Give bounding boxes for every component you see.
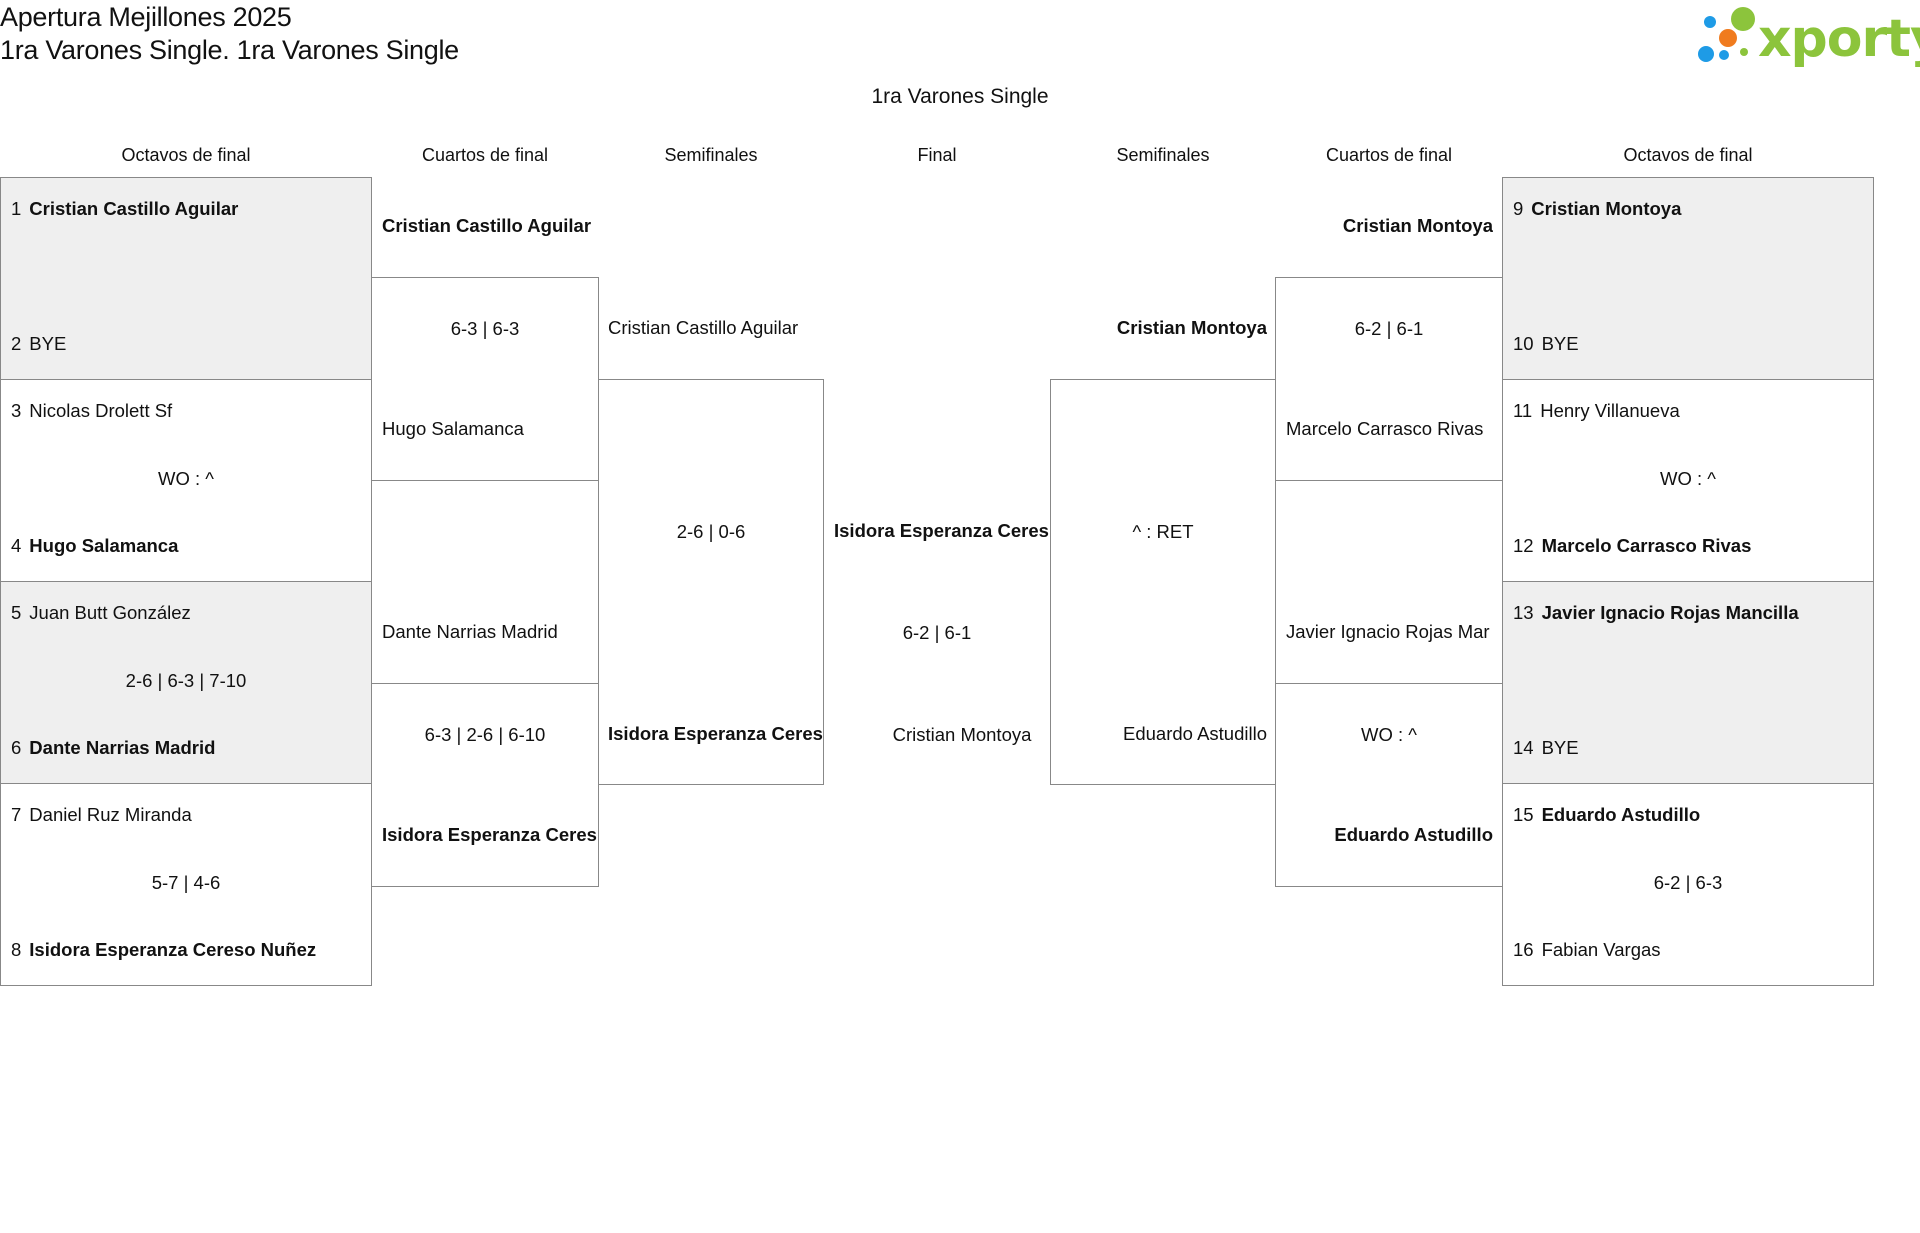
- player-name: Marcelo Carrasco Rivas: [1541, 535, 1752, 556]
- xporty-logo[interactable]: xporty: [1696, 4, 1920, 70]
- col-head-right-r16: Octavos de final: [1623, 145, 1753, 165]
- match-score: 6-3 | 2-6 | 6-10: [424, 724, 546, 745]
- qf-player-name: Eduardo Astudillo: [1334, 824, 1493, 845]
- xporty-dots-icon: [1698, 7, 1755, 62]
- match-score: 5-7 | 4-6: [151, 872, 221, 893]
- match-box[interactable]: 11 Henry Villanueva WO : ^ 12 Marcelo Carr…: [1502, 379, 1874, 582]
- seed-number: 12: [1513, 535, 1534, 556]
- match-score: WO : ^: [158, 468, 214, 489]
- col-head-left-sf: Semifinales: [664, 145, 758, 165]
- seed-number: 10: [1513, 333, 1534, 354]
- match-score: 2-6 | 6-3 | 7-10: [125, 670, 247, 691]
- col-head-right-qf: Cuartos de final: [1325, 145, 1453, 165]
- match-box[interactable]: 3 Nicolas Drolett Sf WO : ^ 4 Hugo Salaman…: [0, 379, 372, 582]
- seed-number: 16: [1513, 939, 1534, 960]
- sf-connector: ^ : RET: [1050, 379, 1276, 785]
- qf-player-name: Javier Ignacio Rojas Mar: [1286, 621, 1490, 642]
- match-score: 6-3 | 6-3: [450, 318, 520, 339]
- qf-player-name: Hugo Salamanca: [382, 418, 524, 439]
- player-name: Isidora Esperanza Cereso Nuñez: [29, 939, 317, 960]
- player-name: Javier Ignacio Rojas Mancilla: [1541, 602, 1799, 623]
- tournament-title: Apertura Mejillones 2025: [0, 2, 292, 32]
- qf-player-name: Marcelo Carrasco Rivas: [1286, 418, 1484, 439]
- qf-connector: 6-3 | 2-6 | 6-10: [371, 683, 599, 887]
- qf-player-name: Cristian Montoya: [1342, 215, 1493, 236]
- seed-number: 1: [11, 198, 22, 219]
- seed-number: 9: [1513, 198, 1524, 219]
- match-score: 6-2 | 6-3: [1653, 872, 1723, 893]
- match-box[interactable]: 5 Juan Butt González 2-6 | 6-3 | 7-10 6 Da…: [0, 581, 372, 784]
- seed-number: 13: [1513, 602, 1534, 623]
- sf-connector: 2-6 | 0-6: [598, 379, 824, 785]
- qf-connector: 6-3 | 6-3: [371, 277, 599, 481]
- champion-name: Isidora Esperanza Ceres: [834, 520, 1049, 541]
- final-score: 6-2 | 6-1: [902, 622, 972, 643]
- match-box[interactable]: 1 Cristian Castillo Aguilar 2 BYE: [0, 177, 372, 380]
- seed-number: 6: [11, 737, 22, 758]
- seed-number: 15: [1513, 804, 1534, 825]
- qf-player-name: Dante Narrias Madrid: [382, 621, 558, 642]
- player-name: Juan Butt González: [29, 602, 191, 623]
- player-name: BYE: [29, 333, 67, 354]
- seed-number: 4: [11, 535, 22, 556]
- match-box[interactable]: 13 Javier Ignacio Rojas Mancilla 14 BYE: [1502, 581, 1874, 784]
- qf-connector: WO : ^: [1275, 683, 1503, 887]
- player-name: Dante Narrias Madrid: [29, 737, 216, 758]
- qf-player-name: Isidora Esperanza Ceres: [382, 824, 597, 845]
- seed-number: 3: [11, 400, 22, 421]
- player-name: BYE: [1541, 333, 1579, 354]
- player-name: Henry Villanueva: [1540, 400, 1680, 421]
- sf-player-name: Isidora Esperanza Ceres: [608, 723, 823, 744]
- match-score: WO : ^: [1361, 724, 1417, 745]
- player-name: Cristian Castillo Aguilar: [29, 198, 239, 219]
- player-name: Fabian Vargas: [1541, 939, 1661, 960]
- col-head-right-sf: Semifinales: [1116, 145, 1210, 165]
- qf-connector: 6-2 | 6-1: [1275, 277, 1503, 481]
- match-score: 6-2 | 6-1: [1354, 318, 1424, 339]
- seed-number: 5: [11, 602, 22, 623]
- sf-player-name: Eduardo Astudillo: [1123, 723, 1267, 744]
- match-box[interactable]: 7 Daniel Ruz Miranda 5-7 | 4-6 8 Isidora E…: [0, 783, 372, 986]
- match-box[interactable]: 9 Cristian Montoya 10 BYE: [1502, 177, 1874, 380]
- player-name: Cristian Montoya: [1531, 198, 1682, 219]
- player-name: Daniel Ruz Miranda: [29, 804, 192, 825]
- seed-number: 7: [11, 804, 22, 825]
- seed-number: 11: [1513, 400, 1533, 421]
- player-name: BYE: [1541, 737, 1579, 758]
- seed-number: 2: [11, 333, 22, 354]
- col-head-left-qf: Cuartos de final: [421, 145, 549, 165]
- runner-up-name: Cristian Montoya: [892, 724, 1032, 745]
- sf-player-name: Cristian Montoya: [1116, 317, 1267, 338]
- col-head-left-r16: Octavos de final: [121, 145, 251, 165]
- draw-title: 1ra Varones Single: [871, 85, 1049, 108]
- match-score: 2-6 | 0-6: [676, 521, 746, 542]
- player-name: Hugo Salamanca: [29, 535, 179, 556]
- player-name: Eduardo Astudillo: [1541, 804, 1701, 825]
- category-title: 1ra Varones Single. 1ra Varones Single: [0, 35, 459, 65]
- sf-player-name: Cristian Castillo Aguilar: [608, 317, 799, 338]
- logo-wordmark: xporty: [1758, 9, 1920, 69]
- match-box[interactable]: 15 Eduardo Astudillo 6-2 | 6-3 16 Fabian V…: [1502, 783, 1874, 986]
- seed-number: 14: [1513, 737, 1534, 758]
- match-score: ^ : RET: [1132, 521, 1194, 542]
- col-head-final: Final: [917, 145, 957, 165]
- match-score: WO : ^: [1660, 468, 1716, 489]
- player-name: Nicolas Drolett Sf: [29, 400, 173, 421]
- seed-number: 8: [11, 939, 22, 960]
- qf-player-name: Cristian Castillo Aguilar: [382, 215, 592, 236]
